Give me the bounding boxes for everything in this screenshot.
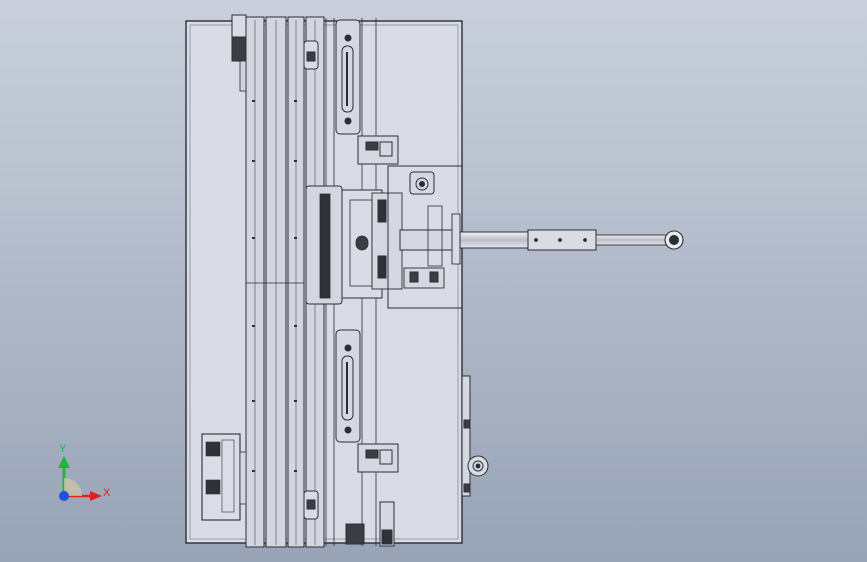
rod-end-eye[interactable] bbox=[664, 230, 684, 250]
axis-triad-icon bbox=[58, 456, 102, 501]
upper-clamp-block[interactable] bbox=[357, 135, 399, 165]
y-axis-label: Y bbox=[59, 443, 67, 455]
upper-slot-carrier[interactable] bbox=[335, 19, 361, 135]
rotation-arc bbox=[64, 478, 82, 496]
rail-stopper-bottom[interactable] bbox=[303, 490, 319, 520]
side-bracket[interactable] bbox=[461, 375, 489, 497]
bottom-stop-block[interactable] bbox=[345, 501, 395, 547]
rail-stopper-top[interactable] bbox=[303, 40, 319, 70]
y-axis-arrowhead bbox=[58, 456, 70, 468]
central-gripper-assembly[interactable] bbox=[305, 165, 463, 309]
rail-holes bbox=[252, 100, 297, 472]
top-left-block[interactable] bbox=[231, 14, 247, 92]
ring-bracket-top[interactable] bbox=[409, 171, 435, 195]
control-box[interactable] bbox=[201, 433, 247, 521]
x-axis-arrowhead bbox=[90, 491, 102, 501]
lower-clamp-block[interactable] bbox=[357, 443, 399, 473]
x-axis-label: X bbox=[103, 487, 111, 499]
lower-slot-carrier[interactable] bbox=[335, 329, 361, 443]
z-axis-dot bbox=[59, 491, 69, 501]
horizontal-actuator[interactable] bbox=[399, 205, 667, 267]
